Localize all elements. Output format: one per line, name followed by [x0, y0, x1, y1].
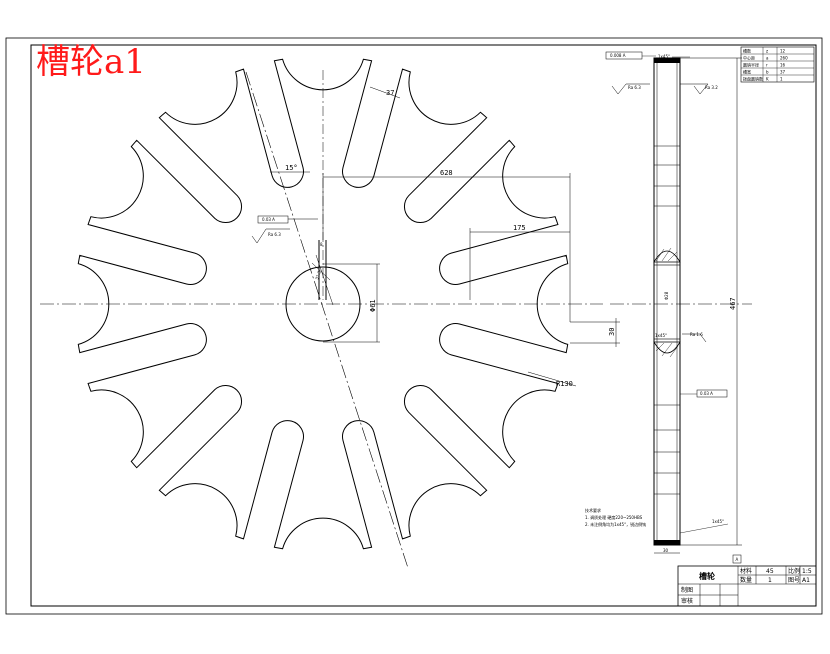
geneva-wheel-outline	[77, 58, 569, 550]
chamfer-top-text: 1x45°	[658, 54, 670, 59]
spec-cell: b	[766, 70, 769, 75]
side-bottom-band	[654, 540, 680, 545]
qty-value: 1	[768, 577, 772, 584]
keyway-leader-2	[311, 262, 331, 281]
inner-frame	[30, 44, 817, 607]
drawing-no-value: A1	[802, 577, 810, 584]
drawing-label: 槽轮a1	[36, 42, 146, 82]
rough-right-symbol	[680, 83, 709, 95]
rough-inner-symbol	[682, 333, 707, 343]
spec-cell: a	[766, 56, 769, 61]
dim-keyway-text: 31.3	[314, 270, 322, 280]
front-roughness-text: Ra 6.3	[268, 232, 281, 237]
notes-line-1: 1. 调质处理 硬度220~250HBS	[585, 514, 643, 520]
outer-frame	[5, 37, 823, 615]
dim-37-text: 37	[386, 89, 394, 97]
dim-hub-text: Φ61	[369, 299, 377, 312]
rough-inner-text: Ra 1.6	[690, 332, 703, 337]
spec-cell: 260	[780, 56, 788, 61]
spec-cell: 拨盘圆销数	[743, 76, 763, 82]
dim-628-text: 628	[440, 169, 453, 177]
drawing-no-label: 图号	[788, 577, 800, 584]
perp-text: 0.03 A	[700, 391, 713, 396]
material-label: 材料	[740, 567, 752, 575]
chamfer-mid-text: 1x45°	[655, 333, 667, 338]
spec-cell: 12	[780, 49, 786, 54]
front-roughness-symbol	[251, 228, 290, 244]
spec-cell: 中心距	[743, 55, 755, 61]
rough-left-text: Ra 6.3	[628, 85, 641, 90]
dim-r130-text: R130	[556, 380, 573, 388]
spec-cell: r	[766, 63, 768, 68]
checked-label: 审核	[681, 597, 693, 605]
material-value: 45	[766, 568, 774, 575]
front-view: 628 175 Φ61 30 R130 37 15° 31.3 8 0.03 A…	[40, 58, 620, 569]
inclined-centerline	[245, 71, 409, 569]
dim-thickness-text: 30	[663, 548, 669, 553]
spec-cell: z	[766, 49, 768, 54]
spec-cell: K	[766, 77, 769, 82]
datum-box	[732, 554, 742, 564]
spec-cell: 1	[780, 77, 783, 82]
flatness-frame	[605, 51, 643, 60]
technical-notes: 技术要求 1. 调质处理 硬度220~250HBS 2. 未注倒角均为1x45°…	[585, 507, 646, 527]
dim-angle-text: 15°	[285, 164, 298, 172]
flatness-text: 0.008 A	[610, 53, 626, 58]
title-block: 槽轮 材料 45 比例 1:5 数量 1 图号 A1 制图 审核	[677, 565, 817, 607]
section-hatch	[655, 247, 679, 358]
spec-cell: 圆销半径	[743, 62, 759, 68]
side-view: 467 Φ28 30 A 1x45° 1x45° 1x45° 0.008 A R…	[605, 51, 752, 564]
spec-cell: 槽数	[743, 48, 751, 54]
side-slot-lines	[654, 145, 680, 495]
dim-467-text: 467	[729, 297, 737, 310]
bore-section-bottom	[653, 341, 681, 354]
side-body	[653, 57, 681, 546]
chamfer-bottom-leader	[679, 523, 729, 534]
datum-text: A	[736, 557, 739, 562]
qty-label: 数量	[740, 576, 752, 584]
notes-line-2: 2. 未注倒角均为1x45°，锐边倒钝	[585, 521, 646, 527]
chamfer-bottom-text: 1x45°	[712, 519, 724, 524]
front-tolerance-frame	[257, 215, 289, 224]
spec-cell: 37	[780, 70, 786, 75]
spec-cell: 16	[780, 63, 786, 68]
drawn-label: 制图	[681, 586, 693, 594]
front-tolerance-text: 0.03 A	[262, 217, 275, 222]
scale-label: 比例	[788, 567, 800, 575]
keyway-leader-1	[315, 254, 334, 306]
dim-bore-text: Φ28	[664, 291, 669, 300]
perp-frame	[696, 389, 728, 398]
rough-left-symbol	[611, 83, 650, 95]
rough-right-text: Ra 3.2	[705, 85, 718, 90]
dim-r130-leader	[527, 371, 577, 387]
dim-30-text: 30	[608, 328, 616, 336]
scale-value: 1:5	[802, 568, 812, 575]
spec-cell: 槽宽	[743, 69, 751, 75]
dim-37-line	[369, 86, 401, 99]
side-top-band	[654, 58, 680, 63]
bore-rect	[653, 264, 681, 340]
part-name: 槽轮	[699, 571, 715, 581]
dim-key-width-text: 8	[320, 242, 323, 247]
notes-heading: 技术要求	[585, 507, 601, 513]
dim-175-text: 175	[513, 224, 526, 232]
